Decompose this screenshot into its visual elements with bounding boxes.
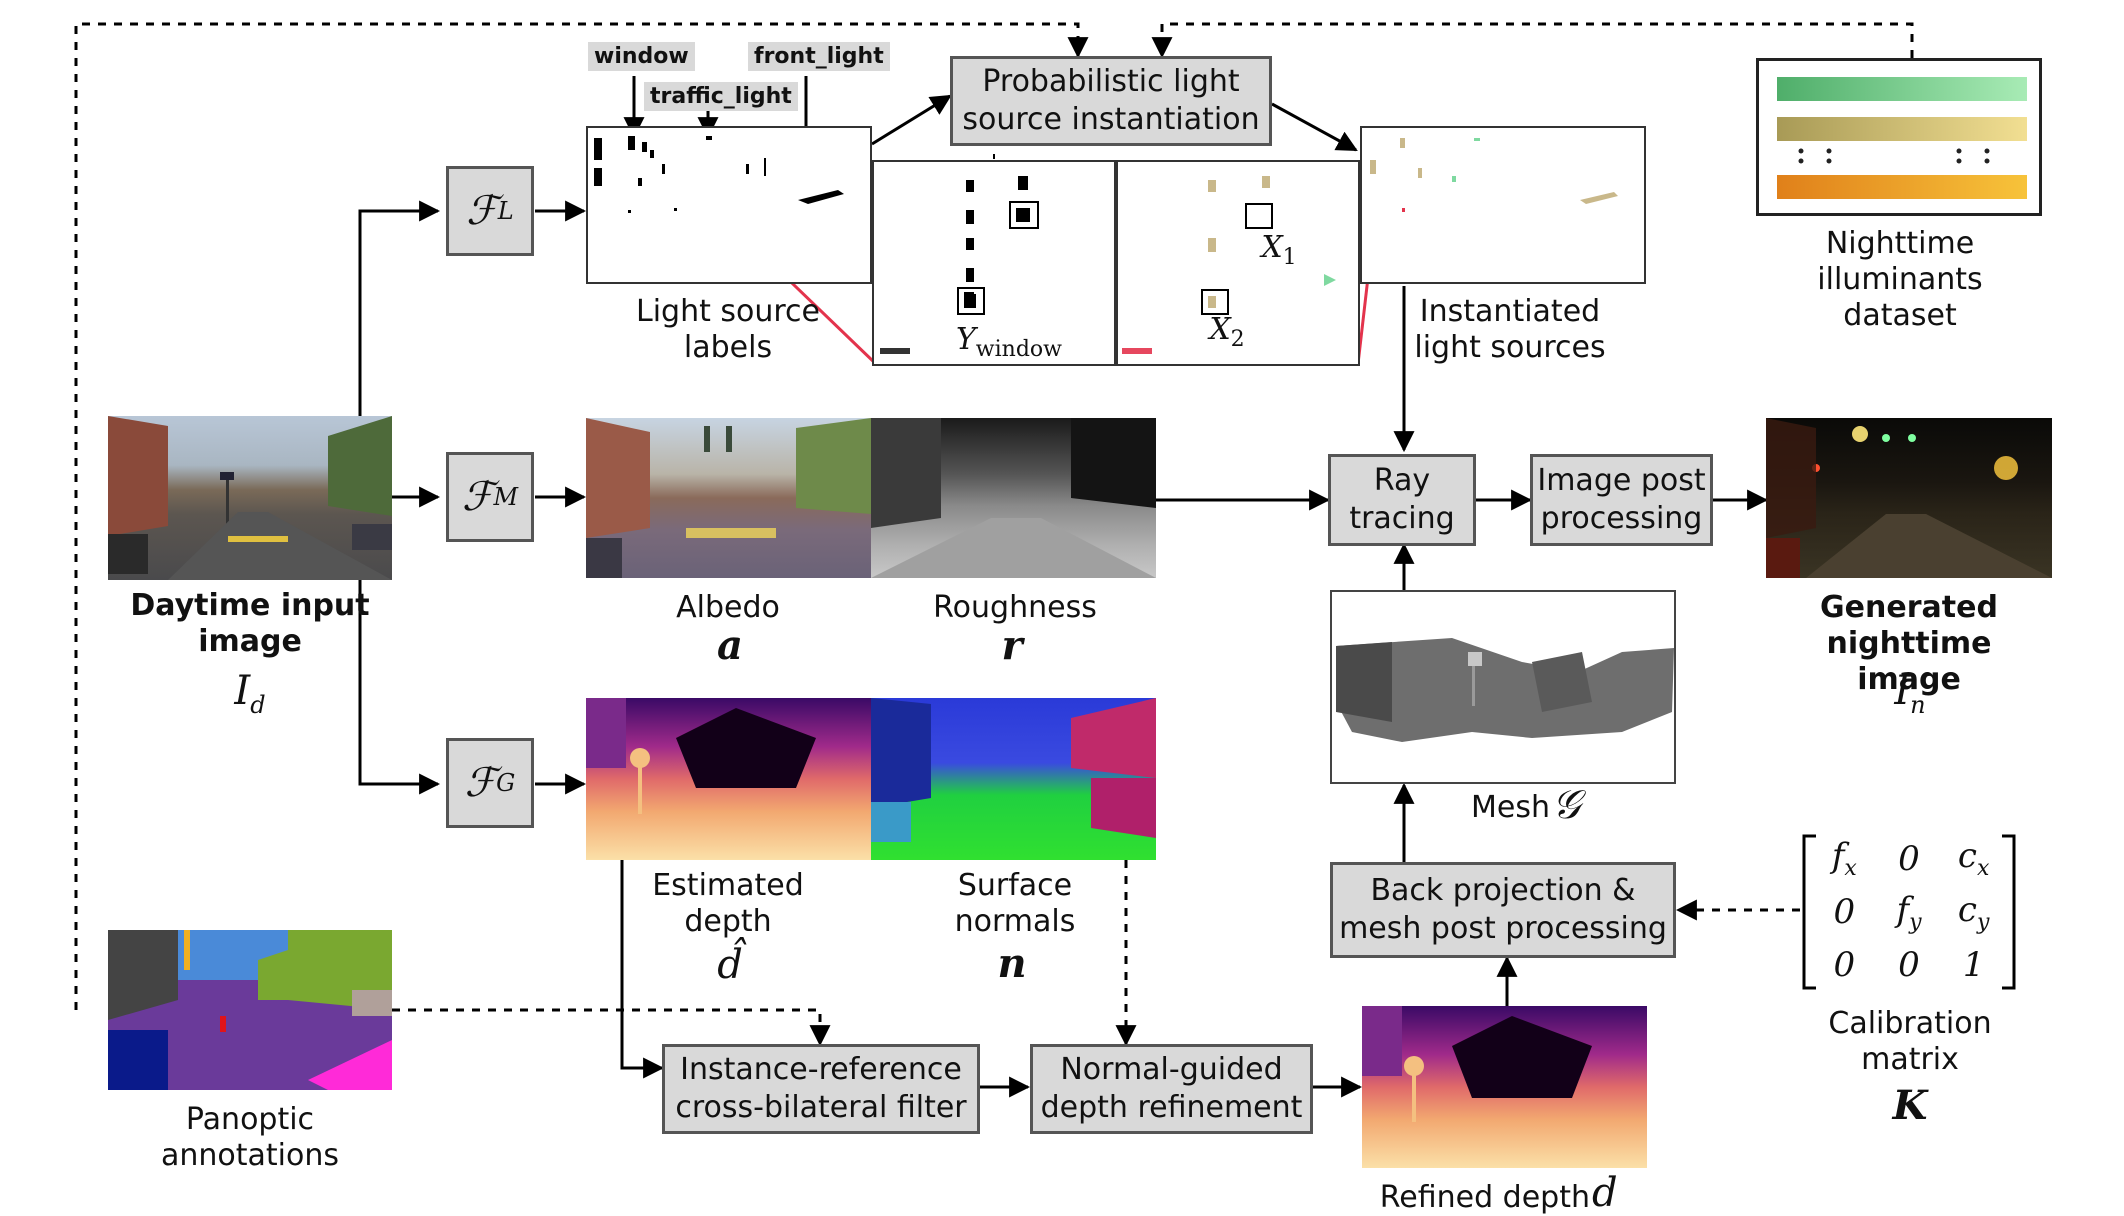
probabilistic-instantiation-box: Probabilistic light source instantiation: [950, 56, 1272, 146]
roughness-scene: [871, 418, 1156, 578]
symbol-calibration: K: [1892, 1082, 1928, 1129]
tag-front-light: front_light: [748, 42, 890, 71]
depth-refinement-box: Normal-guided depth refinement: [1030, 1044, 1313, 1134]
refined-depth-label: Refined depth: [1379, 1180, 1590, 1215]
roughness-label: Roughness: [933, 590, 1097, 625]
instantiated-crops: [1122, 176, 1336, 354]
instantiated-light-sources-image: [1360, 126, 1646, 284]
symbol-x2: X2: [1209, 312, 1245, 352]
panoptic-segments: [108, 930, 392, 1090]
matrix-brackets: [1802, 834, 2016, 990]
symbol-normals: n: [997, 940, 1027, 987]
mesh-image: [1330, 590, 1676, 784]
cross-bilateral-filter-box: Instance-reference cross-bilateral filte…: [662, 1044, 980, 1134]
mesh-label: Mesh: [1471, 790, 1550, 825]
albedo-image: [586, 418, 871, 578]
estimated-depth-label: Estimated depth: [652, 868, 804, 939]
roughness-image: [871, 418, 1156, 578]
symbol-i-n: In: [1894, 668, 1926, 719]
nighttime-dataset-label: Nighttime illuminants dataset: [1817, 226, 1983, 333]
symbol-x1: X1: [1261, 230, 1297, 270]
daytime-input-image: [108, 416, 392, 580]
albedo-label: Albedo: [676, 590, 780, 625]
symbol-roughness: r: [1001, 622, 1023, 669]
matrix-cell: 0: [1898, 945, 1920, 986]
matrix-cell: cy: [1957, 889, 1990, 935]
albedo-scene: [586, 418, 871, 578]
ray-tracing-box: Ray tracing: [1328, 454, 1476, 546]
daytime-input-label: Daytime input image: [130, 588, 370, 659]
matrix-cell: fx: [1831, 836, 1857, 882]
tag-window: window: [588, 42, 695, 71]
symbol-mesh: 𝒢: [1552, 782, 1581, 828]
symbol-i-d: Id: [234, 668, 266, 719]
matrix-cell: 1: [1962, 945, 1985, 986]
depth-scene: [586, 698, 816, 814]
matrix-cell: 0: [1833, 891, 1856, 932]
normals-scene: [871, 698, 1156, 842]
symbol-depth-hat: d̂: [717, 942, 743, 988]
tag-traffic-light: traffic_light: [644, 82, 798, 111]
matrix-cell: 0: [1833, 945, 1856, 986]
nighttime-illuminants-panel: [1756, 58, 2042, 216]
calibration-matrix-label: Calibration matrix: [1828, 1006, 1992, 1077]
image-post-processing-box: Image post processing: [1530, 454, 1713, 546]
estimated-depth-image: [586, 698, 871, 860]
calibration-matrix: fx 0 cx 0 fy cy 0 0 1: [1800, 832, 2018, 992]
generated-nighttime-image: [1766, 418, 2052, 578]
instantiated-mask: [1370, 138, 1618, 212]
matrix-cell: 0: [1898, 838, 1920, 879]
instantiated-light-sources-label: Instantiated light sources: [1414, 294, 1606, 365]
symbol-albedo: a: [717, 622, 743, 669]
refined-depth-image: [1362, 1006, 1647, 1168]
daytime-scene: [108, 416, 392, 580]
nighttime-scene: [1766, 418, 2052, 578]
zoom-panel-instantiated: [1116, 160, 1360, 366]
mesh-geometry: [1336, 638, 1674, 742]
surface-normals-label: Surface normals: [954, 868, 1076, 939]
surface-normals-image: [871, 698, 1156, 860]
symbol-y-window: Ywindow: [955, 322, 1062, 362]
zoom-panel-window-labels: [872, 160, 1116, 366]
light-source-mask: [594, 136, 844, 213]
matrix-cell: cx: [1957, 836, 1990, 882]
window-label-crops: [880, 176, 1039, 354]
matrix-cell: fy: [1896, 889, 1922, 935]
illuminant-swatches: [1777, 77, 2027, 199]
generated-nighttime-label: Generated nighttime image: [1820, 590, 1998, 697]
light-source-labels-image: [586, 126, 872, 284]
symbol-refined-depth: d: [1592, 1170, 1618, 1216]
panoptic-annotations-label: Panoptic annotations: [160, 1102, 339, 1173]
back-projection-box: Back projection & mesh post processing: [1330, 862, 1676, 958]
matrix-grid: fx 0 cx 0 fy cy 0 0 1: [1812, 832, 2006, 992]
refined-depth-scene: [1362, 1006, 1592, 1122]
panoptic-annotations-image: [108, 930, 392, 1090]
light-source-labels-label: Light source labels: [635, 294, 821, 365]
